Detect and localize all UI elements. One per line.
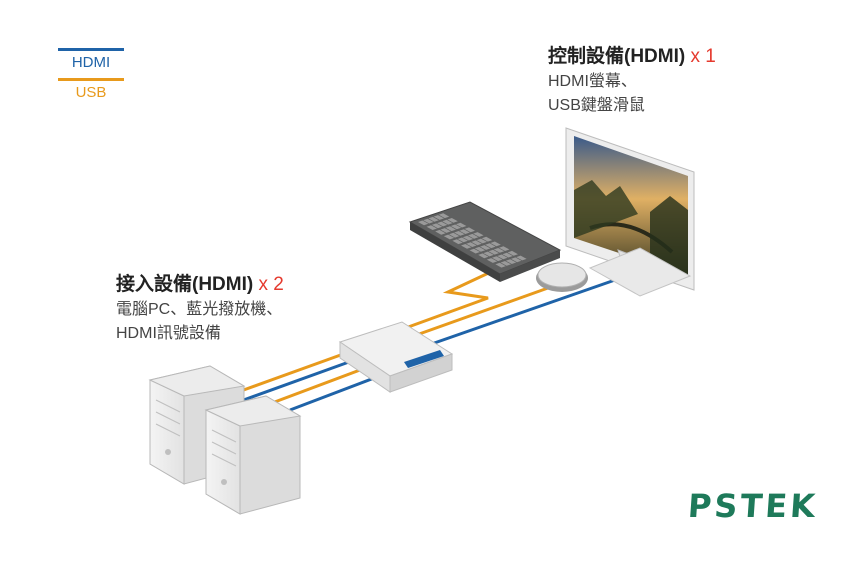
keyboard-key (507, 250, 518, 256)
keyboard-key (481, 236, 493, 242)
keyboard-key (480, 245, 491, 250)
keyboard-key (447, 218, 458, 223)
keyboard-key (464, 227, 475, 233)
control-devices-line2: USB鍵盤滑鼠 (548, 97, 645, 114)
keyboard-key (476, 238, 487, 244)
kvm-switch-icon (338, 321, 454, 393)
pc-tower-icon (204, 395, 302, 515)
keyboard-key (505, 259, 517, 264)
keyboard-key (450, 224, 462, 230)
keyboard-key (466, 242, 477, 247)
input-devices-line1: 電腦PC、藍光撥放機、 (116, 301, 283, 318)
input-devices-caption: 接入設備(HDMI) x 2 電腦PC、藍光撥放機、 HDMI訊號設備 (116, 272, 284, 346)
monitor-hdmi-cable (419, 278, 616, 350)
keyboard-key (452, 239, 463, 245)
keyboard-key (456, 222, 467, 228)
keyboard-key (433, 215, 444, 220)
keyboard-key (490, 241, 501, 247)
keyboard-key (440, 228, 451, 233)
control-devices-line1: HDMI螢幕、 (548, 73, 637, 90)
legend-usb-label: USB (75, 84, 107, 101)
keyboard-key (443, 234, 455, 240)
keyboard-key (462, 235, 474, 241)
legend-hdmi: HDMI (58, 46, 124, 72)
keyboard-key (457, 237, 468, 243)
keyboard-key (502, 252, 513, 258)
input-devices-line2: HDMI訊號設備 (116, 325, 221, 342)
keyboard-key (474, 246, 486, 252)
keyboard-key (488, 249, 499, 255)
keyboard-key (485, 243, 496, 249)
mouse-icon (536, 262, 588, 292)
legend-usb: USB (58, 72, 124, 101)
keyboard-key (442, 219, 453, 225)
keyboard-key (499, 246, 510, 251)
keyboard-key (500, 261, 511, 266)
keyboard-key (418, 220, 429, 226)
input-devices-count: x 2 (258, 274, 284, 295)
legend-hdmi-line (58, 48, 124, 51)
keyboard-key (437, 221, 448, 227)
keyboard-key (423, 218, 434, 224)
keyboard-key (454, 231, 465, 236)
control-devices-count: x 1 (690, 46, 716, 67)
keyboard-usb-cable (399, 268, 496, 332)
keyboard-key (468, 233, 479, 239)
keyboard-key (473, 232, 484, 237)
keyboard-key (493, 248, 505, 253)
control-devices-caption: 控制設備(HDMI) x 1 HDMI螢幕、 USB鍵盤滑鼠 (548, 44, 716, 118)
keyboard-icon (408, 201, 562, 282)
keyboard-key (459, 229, 470, 234)
legend-hdmi-label: HDMI (71, 54, 111, 71)
control-devices-title: 控制設備(HDMI) x 1 (548, 44, 716, 70)
pc1-hdmi-cable (237, 356, 361, 404)
keyboard-key (445, 226, 456, 232)
output-cables (399, 268, 616, 350)
keyboard-key (511, 257, 522, 263)
keyboard-key (449, 232, 460, 238)
monitor-icon (565, 127, 695, 297)
legend-usb-line (58, 78, 124, 81)
keyboard-key (486, 258, 498, 263)
keyboard-key (469, 248, 480, 254)
pstek-logo: PSTEK (686, 487, 820, 525)
keyboard-key (471, 240, 482, 246)
keyboard-key (492, 256, 503, 262)
keyboard-key (516, 255, 527, 261)
keyboard-key (483, 251, 494, 257)
keyboard-key (426, 225, 437, 230)
keyboard-key (431, 223, 443, 229)
keyboard-key (495, 262, 506, 268)
keyboard-key (428, 216, 439, 222)
keyboard-key (478, 253, 489, 259)
input-devices-title: 接入設備(HDMI) x 2 (116, 272, 284, 298)
keyboard-key (435, 229, 446, 235)
keyboard-key (438, 213, 450, 219)
cable-legend: HDMI USB (58, 46, 124, 101)
mouse-usb-cable (407, 286, 549, 340)
keyboard-key (461, 244, 472, 249)
control-devices-title-text: 控制設備(HDMI) (548, 46, 686, 67)
input-devices-title-text: 接入設備(HDMI) (116, 274, 254, 295)
keyboard-key (497, 254, 508, 260)
